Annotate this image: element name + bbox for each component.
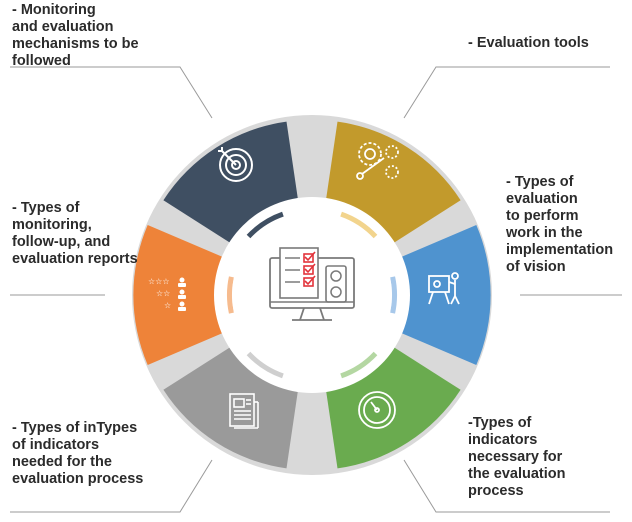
monitor-checklist-icon — [269, 247, 355, 321]
newspaper-icon — [229, 393, 259, 429]
gauge-icon — [358, 391, 396, 429]
connector-monitoring — [10, 66, 213, 119]
accent-arc-navy — [246, 211, 284, 239]
connector-tools — [403, 66, 610, 119]
label-reports: - Types of monitoring, follow-up, and ev… — [12, 200, 138, 267]
ratings-icon: ☆☆☆ ☆☆ ☆ — [148, 277, 186, 311]
presentation-icon — [428, 272, 460, 305]
label-evaluation-tools: - Evaluation tools — [468, 35, 589, 51]
accent-arc-orange — [227, 276, 234, 314]
svg-text:☆☆: ☆☆ — [156, 289, 170, 298]
label-evaluation-types: - Types of evaluation to perform work in… — [506, 174, 614, 275]
accent-arc-gray — [246, 351, 284, 379]
label-indicators-necessary: -Types of indicators necessary for the e… — [468, 415, 566, 499]
target-icon — [218, 147, 253, 182]
label-indicators-needed: - Types of inTypes of indicators needed … — [12, 420, 144, 487]
label-monitoring: - Monitoring and evaluation mechanisms t… — [12, 2, 139, 69]
accent-arc-green — [340, 351, 378, 379]
connector-indicators-necessary — [403, 459, 610, 513]
connector-indicators-needed — [10, 459, 213, 513]
accent-arc-gold — [340, 211, 378, 239]
accent-arc-blue — [390, 276, 397, 314]
svg-text:☆: ☆ — [164, 301, 171, 310]
svg-text:☆☆☆: ☆☆☆ — [148, 277, 170, 286]
gears-wrench-icon — [356, 142, 399, 180]
